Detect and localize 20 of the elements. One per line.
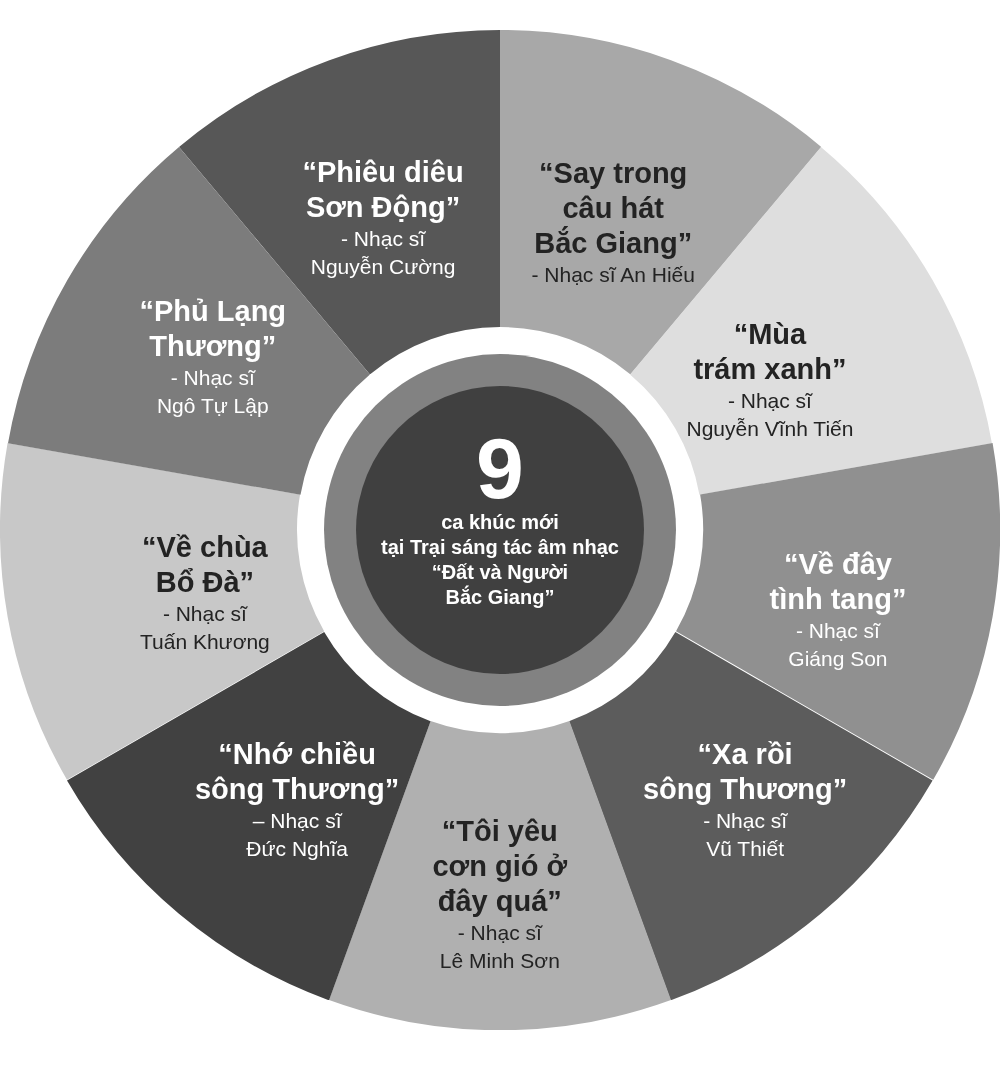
- composer-name: - Nhạc sĩ Tuấn Khương: [140, 601, 270, 655]
- song-title: “Về chùa Bổ Đà”: [142, 530, 268, 600]
- center-caption: ca khúc mới tại Trại sáng tác âm nhạc “Đất và Người Bắc Giang”: [381, 510, 619, 610]
- composer-name: - Nhạc sĩ Ngô Tự Lập: [156, 365, 269, 419]
- song-title: “Phủ Lạng Thương”: [139, 294, 287, 364]
- composer-name: - Nhạc sĩ Vũ Thiết: [703, 808, 788, 862]
- song-title: “Về đây tình tang”: [769, 547, 907, 617]
- song-title: “Say trong câu hát Bắc Giang”: [534, 155, 693, 261]
- composer-name: - Nhạc sĩ Nguyễn Cường: [310, 226, 456, 280]
- big-number: 9: [476, 426, 524, 510]
- song-title: “Phiêu diêu Sơn Động”: [302, 155, 464, 225]
- composer-name: - Nhạc sĩ An Hiếu: [531, 261, 695, 288]
- song-title: “Tôi yêu cơn gió ở đây quá”: [432, 814, 568, 920]
- composer-name: - Nhạc sĩ Nguyễn Vĩnh Tiến: [686, 388, 854, 442]
- song-title: “Mùa trám xanh”: [693, 317, 847, 387]
- composer-name: - Nhạc sĩ Giáng Son: [788, 618, 888, 672]
- song-title: “Nhớ chiều sông Thương”: [195, 737, 400, 807]
- composer-name: - Nhạc sĩ Lê Minh Sơn: [439, 920, 560, 975]
- song-title: “Xa rồi sông Thương”: [643, 737, 848, 807]
- composer-name: – Nhạc sĩ Đức Nghĩa: [246, 808, 348, 862]
